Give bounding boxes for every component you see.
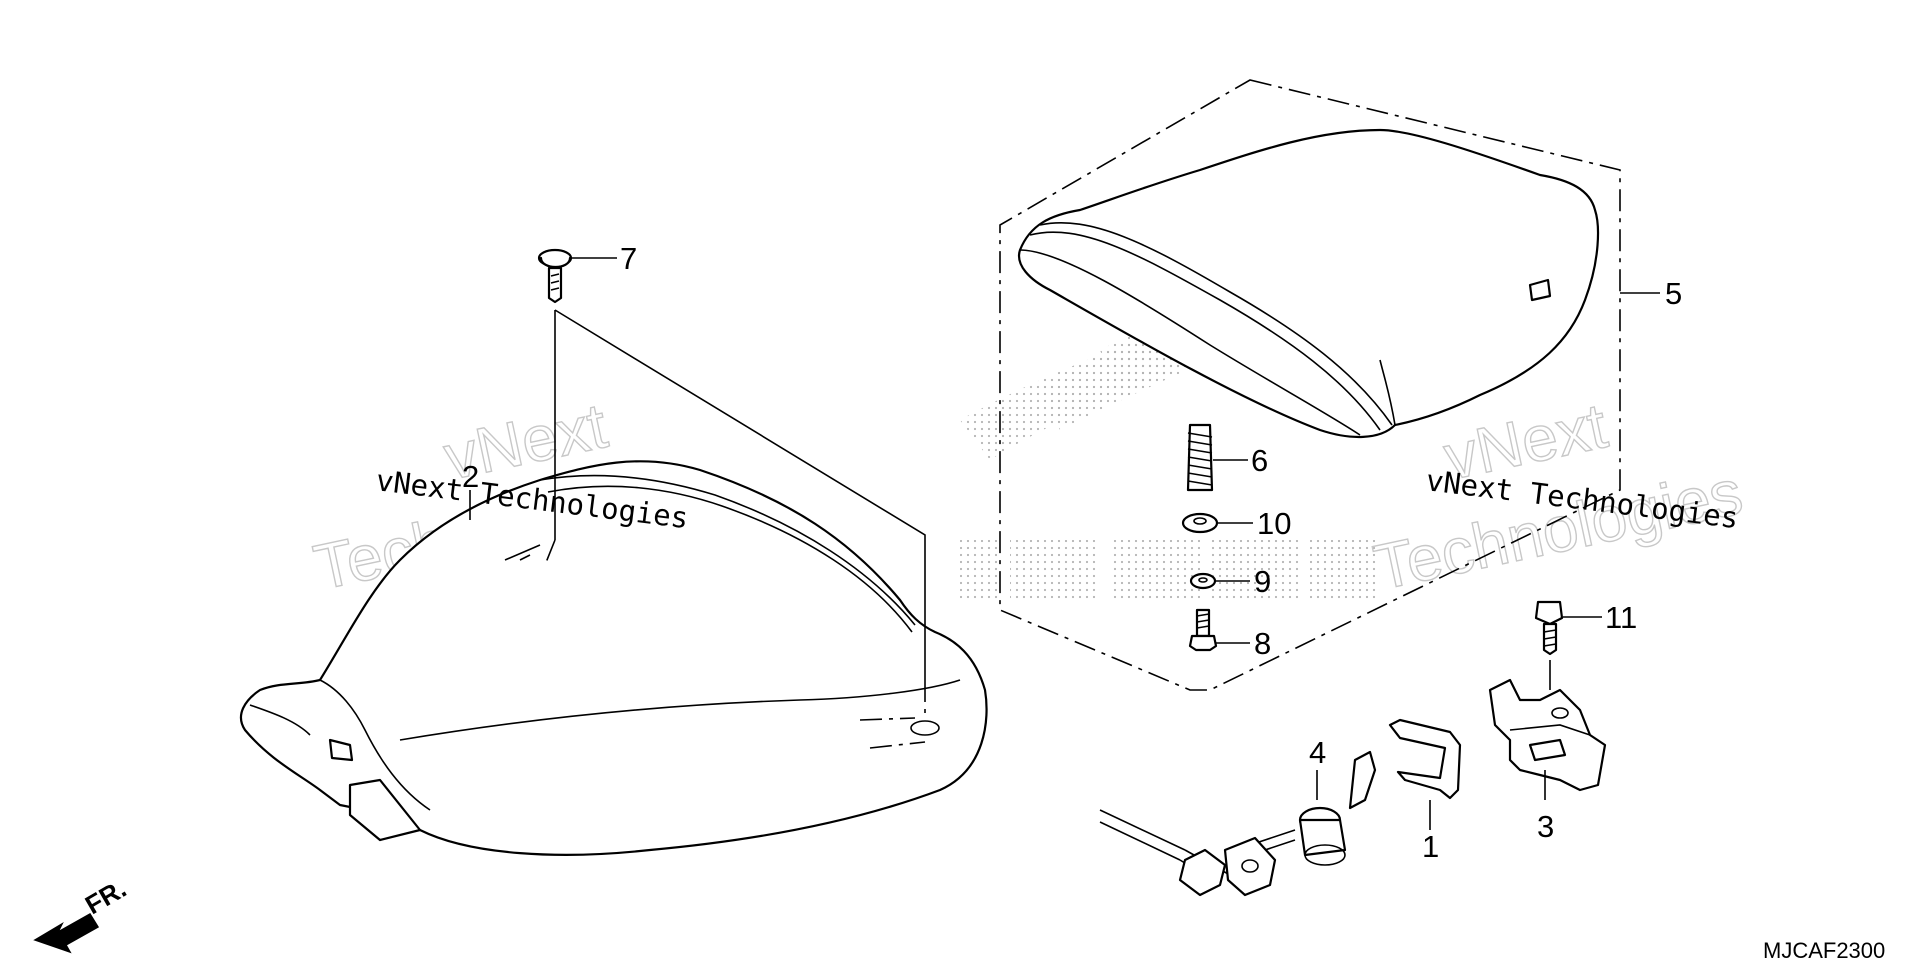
bolt-7 xyxy=(537,248,573,304)
callout-9: 9 xyxy=(1254,564,1271,599)
leader-7-to-seat-right xyxy=(554,309,926,680)
callout-1: 1 xyxy=(1422,829,1439,864)
callout-2: 2 xyxy=(462,459,479,494)
spring-6 xyxy=(1186,423,1214,492)
callout-4: 4 xyxy=(1309,735,1326,770)
diagram-code: MJCAF2300 xyxy=(1763,938,1885,960)
washer-9 xyxy=(1189,572,1217,590)
bolt-11 xyxy=(1534,600,1564,656)
callout-3: 3 xyxy=(1537,809,1554,844)
key-pair xyxy=(1099,809,1277,897)
seat-lock-bracket-3 xyxy=(1488,678,1607,792)
clip-1 xyxy=(1388,718,1462,800)
callout-6: 6 xyxy=(1251,443,1268,478)
front-arrow-icon xyxy=(33,912,100,954)
callout-5: 5 xyxy=(1665,276,1682,311)
callout-7: 7 xyxy=(620,241,637,276)
rear-seat xyxy=(1017,128,1600,438)
washer-10 xyxy=(1181,512,1219,534)
bolt-8 xyxy=(1188,608,1218,652)
callout-8: 8 xyxy=(1254,626,1271,661)
leader-7-dashed-left xyxy=(544,539,556,566)
callout-11: 11 xyxy=(1605,600,1637,635)
front-direction-indicator: FR. xyxy=(33,873,131,954)
callout-10: 10 xyxy=(1257,506,1291,541)
front-label: FR. xyxy=(80,873,131,920)
rear-seat-assembly-boundary xyxy=(999,79,1621,691)
main-seat xyxy=(239,460,988,856)
